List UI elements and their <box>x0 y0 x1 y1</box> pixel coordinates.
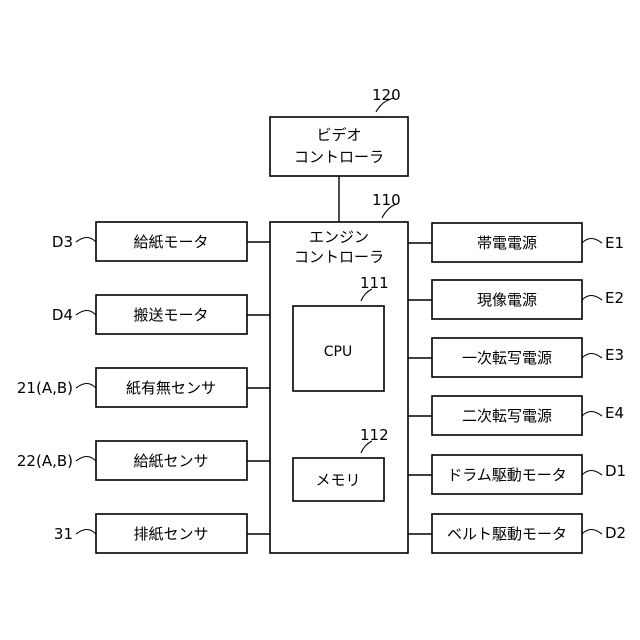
left-block-4: 排紙センサ 31 <box>54 514 270 553</box>
belt-drive-motor-label: ベルト駆動モータ <box>447 525 567 543</box>
right-block-5: ベルト駆動モータ D2 <box>408 514 626 553</box>
developing-power-label: 現像電源 <box>477 291 537 309</box>
discharge-sensor-ref: 31 <box>54 525 73 543</box>
feed-motor-label: 給紙モータ <box>133 233 208 251</box>
drum-drive-motor-ref: D1 <box>605 462 626 480</box>
right-ref-leader <box>582 471 602 476</box>
secondary-transfer-power-label: 二次転写電源 <box>462 407 552 425</box>
drum-drive-motor-label: ドラム駆動モータ <box>447 466 567 484</box>
left-ref-leader <box>76 311 96 316</box>
transport-motor-ref: D4 <box>52 306 73 324</box>
left-ref-leader <box>76 238 96 243</box>
developing-power-ref: E2 <box>605 289 624 307</box>
video-controller-ref: 120 <box>372 86 401 104</box>
left-ref-leader <box>76 530 96 535</box>
paper-presence-sensor-ref: 21(A,B) <box>17 379 73 397</box>
belt-drive-motor-ref: D2 <box>605 524 626 542</box>
video-controller-label-line1: ビデオ <box>316 126 361 144</box>
memory-ref: 112 <box>360 426 389 444</box>
charging-power-ref: E1 <box>605 234 624 252</box>
feed-sensor-label: 給紙センサ <box>133 452 208 470</box>
right-block-4: ドラム駆動モータ D1 <box>408 455 626 494</box>
transport-motor-label: 搬送モータ <box>133 306 208 324</box>
right-ref-leader <box>582 296 602 301</box>
video-controller-block: ビデオ コントローラ 120 <box>270 86 408 176</box>
left-block-2: 紙有無センサ 21(A,B) <box>17 368 270 407</box>
paper-presence-sensor-label: 紙有無センサ <box>126 379 216 397</box>
video-controller-label-line2: コントローラ <box>294 148 384 166</box>
left-ref-leader <box>76 384 96 389</box>
right-ref-leader <box>582 530 602 535</box>
charging-power-label: 帯電電源 <box>477 234 537 252</box>
left-block-1: 搬送モータ D4 <box>52 295 270 334</box>
engine-controller-ref: 110 <box>372 191 401 209</box>
cpu-label: CPU <box>324 344 352 360</box>
feed-motor-ref: D3 <box>52 233 73 251</box>
right-block-2: 一次転写電源 E3 <box>408 338 624 377</box>
primary-transfer-power-ref: E3 <box>605 346 624 364</box>
right-ref-leader <box>582 239 602 244</box>
right-block-0: 帯電電源 E1 <box>408 223 624 262</box>
left-ref-leader <box>76 457 96 462</box>
right-ref-leader <box>582 412 602 417</box>
right-ref-leader <box>582 354 602 359</box>
engine-controller-label-line2: コントローラ <box>294 248 384 266</box>
feed-sensor-ref: 22(A,B) <box>17 452 73 470</box>
secondary-transfer-power-ref: E4 <box>605 404 624 422</box>
left-block-0: 給紙モータ D3 <box>52 222 270 261</box>
right-block-1: 現像電源 E2 <box>408 280 624 319</box>
cpu-ref: 111 <box>360 274 389 292</box>
engine-controller-label-line1: エンジン <box>309 228 369 246</box>
right-block-3: 二次転写電源 E4 <box>408 396 624 435</box>
left-block-3: 給紙センサ 22(A,B) <box>17 441 270 480</box>
memory-label: メモリ <box>315 471 360 489</box>
primary-transfer-power-label: 一次転写電源 <box>462 349 552 367</box>
discharge-sensor-label: 排紙センサ <box>133 525 208 543</box>
engine-controller-block: エンジン コントローラ 110 CPU 111 メモリ 112 <box>270 191 408 553</box>
